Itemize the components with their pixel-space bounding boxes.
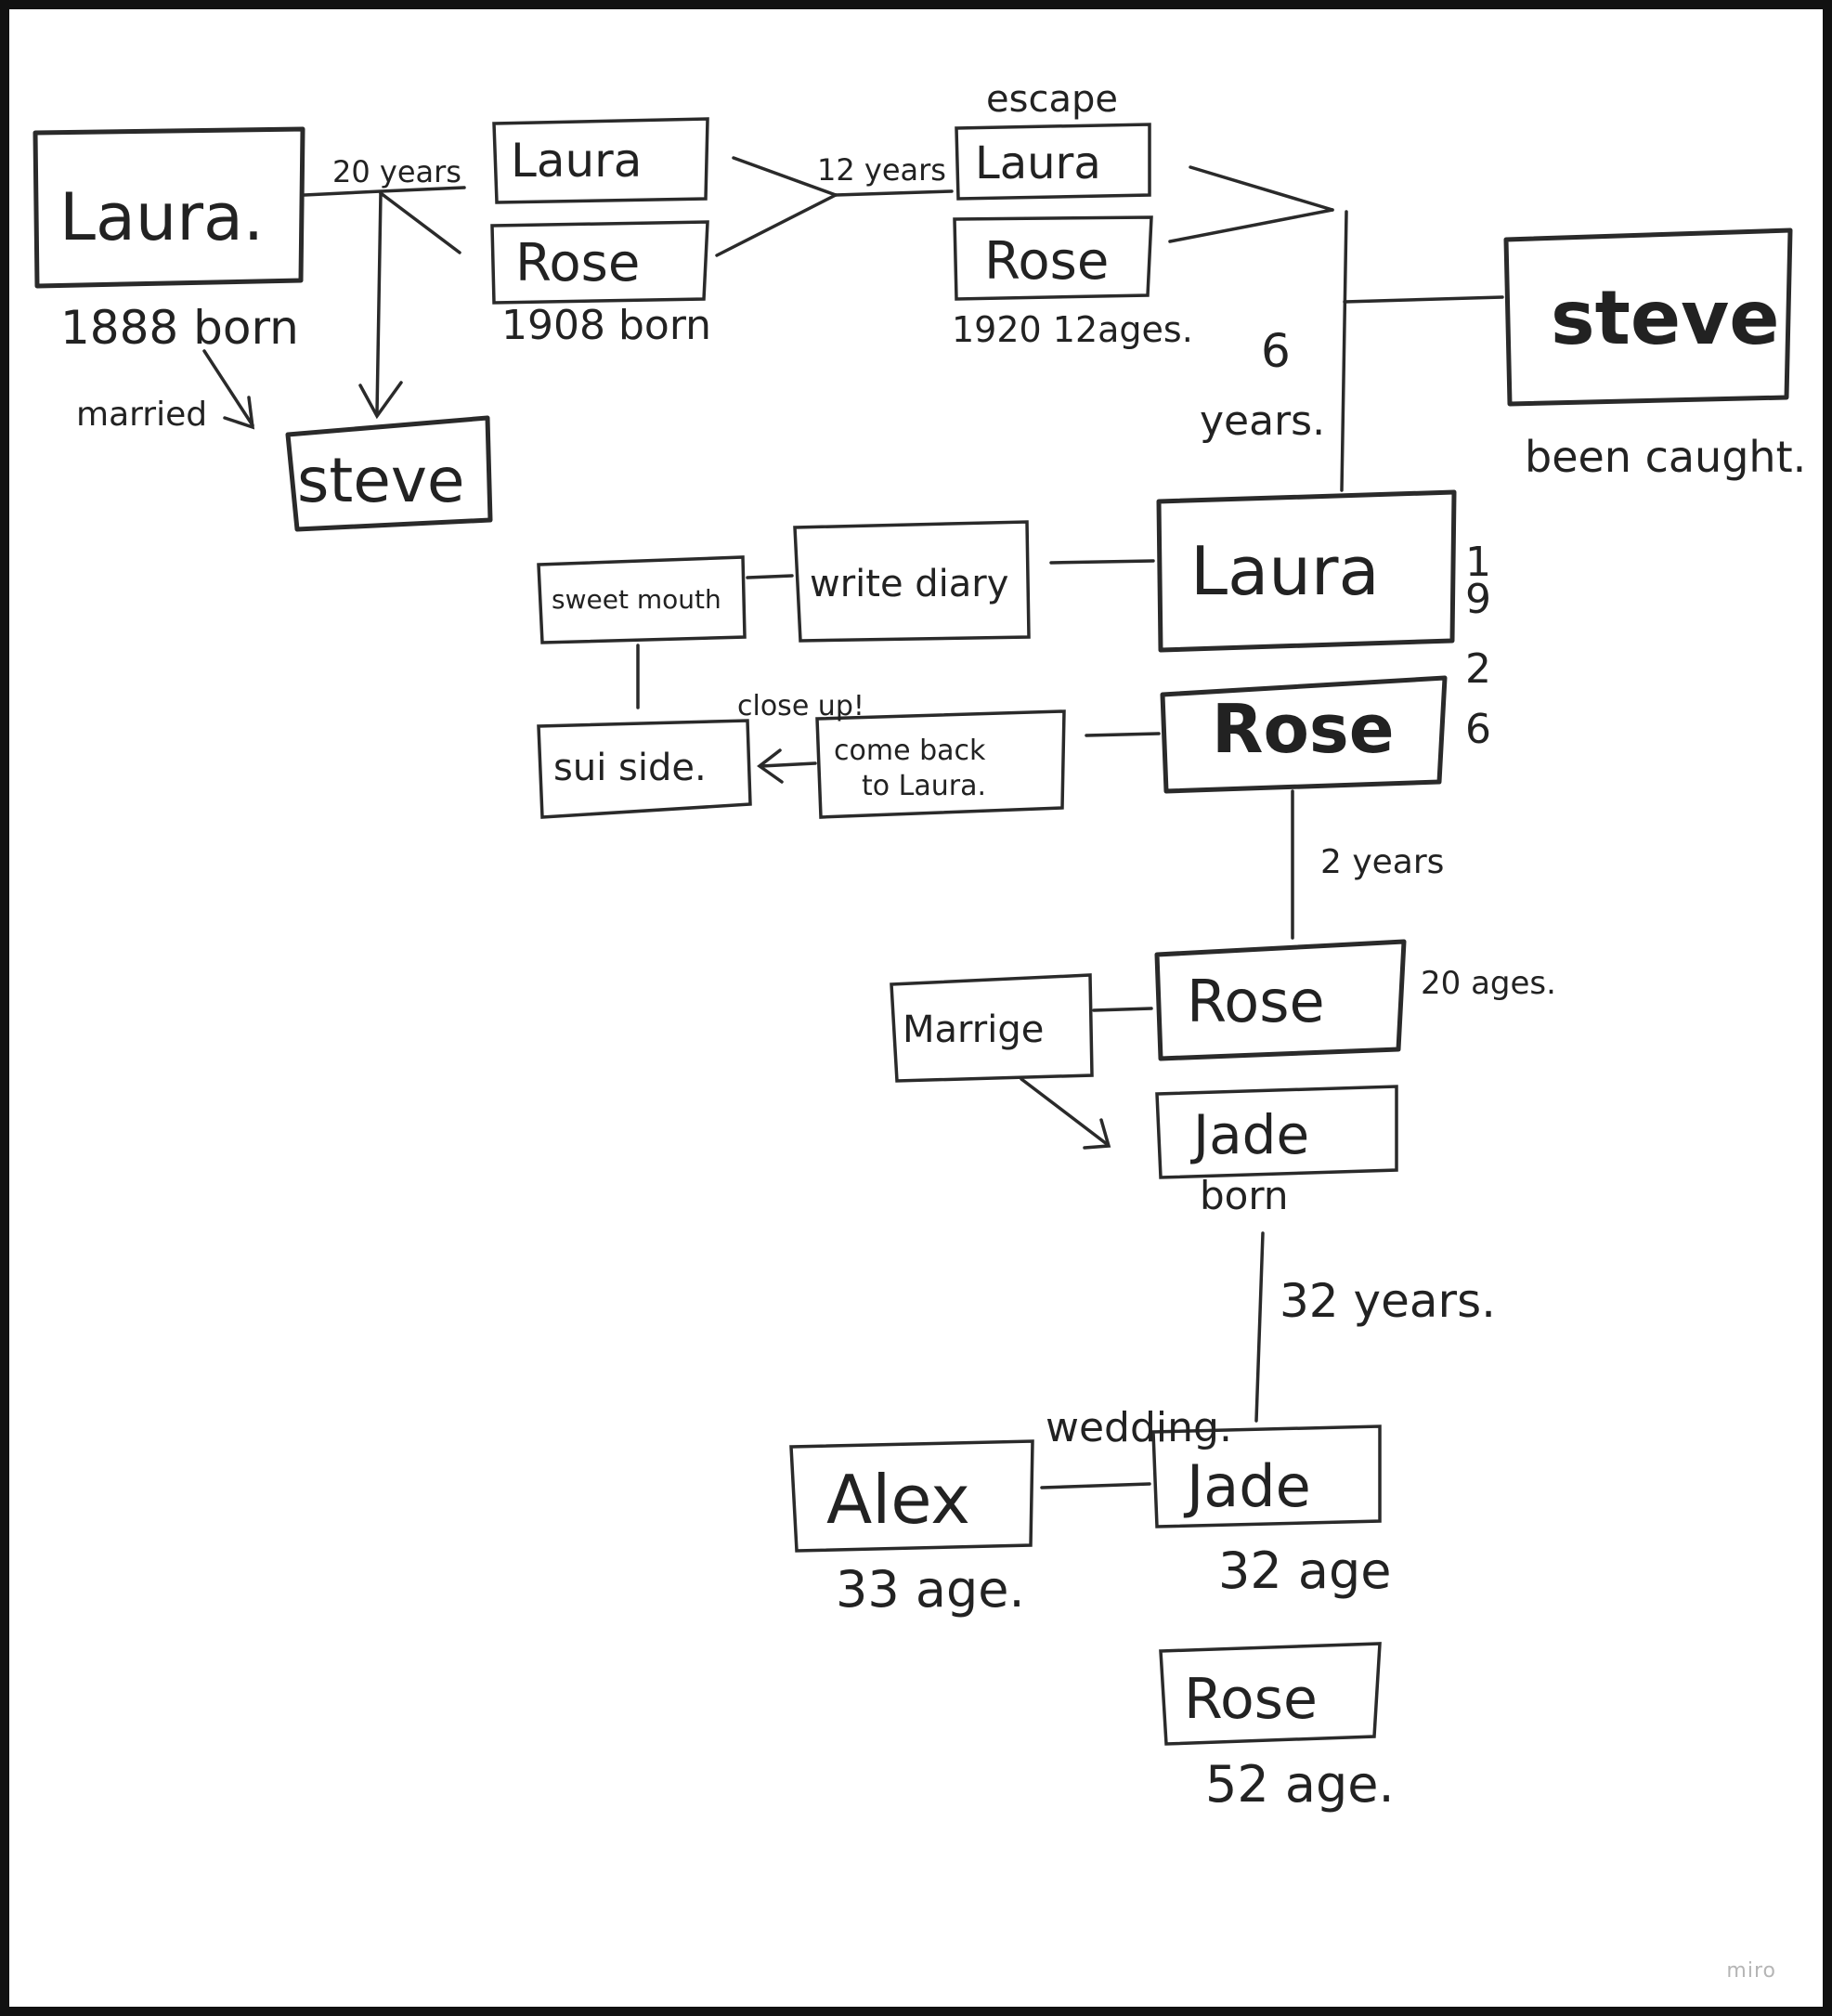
connector-merge-1920 [834,189,954,197]
label-born: born [1200,1173,1289,1218]
connector-laura1908-merge [732,156,838,197]
connector-laura-diary [1049,559,1155,565]
label-year-1: 1 [1465,539,1491,586]
node-laura-1908: Laura [511,134,642,188]
connector-to-steve-caught [1343,295,1504,304]
label-twenty-years: 20 years [332,154,461,189]
connector-thirty-two-years [1254,1231,1265,1423]
miro-watermark: miro [1726,1959,1776,1983]
boxes [32,117,1793,1746]
node-marriage: Marrige [903,1008,1044,1051]
connector-laura1920-merge [1189,165,1334,212]
node-rose-1908: Rose [515,233,640,293]
arrowhead-to-steve [358,381,403,420]
box-laura-1920 [955,123,1151,201]
connectors [202,156,1504,1489]
connector-six-years [1340,210,1348,492]
connector-rose1908-merge [715,193,838,257]
connector-wedding [1040,1482,1151,1489]
node-come-back-line1: come back [834,735,986,767]
marriage-arrow [1020,1077,1109,1146]
connector-marriage-rose [1092,1007,1153,1012]
node-rose-20: Rose [1187,968,1325,1035]
node-steve-married: steve [297,445,465,516]
node-laura-1920: Laura [975,137,1101,189]
box-rose-1926 [1160,675,1448,794]
connector-laura-to-steve [375,191,383,415]
label-close-up: close up! [737,690,864,722]
connector-comeback-suicide [760,761,817,768]
box-alex [789,1439,1034,1553]
label-six-years-b: years. [1200,397,1325,445]
married-arrow [202,349,254,427]
label-born-1888: 1888 born [60,301,299,355]
node-laura-1888: Laura. [59,179,264,255]
diagram-canvas: Laura. Laura Rose Laura Rose steve steve… [32,78,1806,1814]
box-come-back [815,709,1066,819]
connector-rose1920-merge [1168,208,1334,243]
miro-board: Laura. Laura Rose Laura Rose steve steve… [9,9,1823,2007]
label-year-2: 2 [1465,645,1491,693]
box-jade-32 [1151,1424,1382,1528]
node-jade-32: Jade [1183,1452,1311,1520]
node-steve-caught: steve [1551,275,1780,361]
label-thirty-two-years: 32 years. [1280,1274,1496,1328]
node-rose-1920: Rose [984,231,1109,292]
node-laura-1926: Laura [1190,532,1380,610]
node-texts: Laura. Laura Rose Laura Rose steve steve… [59,134,1780,1732]
box-steve-caught [1503,228,1793,407]
label-twelve-years: 12 years [817,152,946,188]
label-year-9: 9 [1465,576,1491,623]
box-rose-1908 [490,220,709,305]
node-rose-1926: Rose [1212,690,1395,768]
box-sweet-mouth [537,555,747,644]
box-write-diary [793,520,1031,643]
box-laura-1888 [32,126,305,289]
married-arrowhead [223,396,255,430]
node-come-back-line2: to Laura. [862,770,986,802]
connector-diary-sweet [746,574,794,579]
label-escape: escape [986,78,1118,121]
label-twenty-ages: 20 ages. [1421,965,1556,1002]
box-rose-20 [1154,939,1407,1061]
label-wedding: wedding. [1046,1404,1232,1451]
node-sweet-mouth: sweet mouth [552,584,721,615]
label-age-52: 52 age. [1205,1755,1395,1814]
label-age-33: 33 age. [836,1560,1025,1619]
node-write-diary: write diary [810,563,1008,605]
label-been-caught: been caught. [1525,432,1806,482]
label-age-32: 32 age [1218,1541,1391,1600]
label-born-1908: 1908 born [501,302,711,349]
node-suicide: sui side. [553,747,707,789]
box-marriage [890,973,1094,1083]
connector-rose-comeback [1085,732,1161,737]
annotation-labels: 1888 born married 20 years 1908 born 12 … [60,78,1806,1814]
arrowhead-to-suicide [757,748,784,784]
connector-laura-to-rose [379,191,461,254]
box-rose-52 [1159,1642,1382,1746]
label-two-years: 2 years [1320,843,1444,881]
connector-laura-to-laura [303,186,466,197]
box-suicide [537,719,752,819]
label-year-6: 6 [1465,706,1491,753]
label-ages-1920: 1920 12ages. [952,309,1193,350]
box-rose-1920 [953,215,1153,301]
marriage-arrowhead [1083,1118,1111,1150]
label-six-years-a: 6 [1261,324,1291,378]
box-jade-born [1155,1085,1398,1179]
box-laura-1926 [1156,489,1457,653]
node-jade-born: Jade [1190,1103,1309,1166]
node-alex: Alex [826,1461,970,1539]
node-rose-52: Rose [1184,1667,1318,1732]
box-laura-1908 [492,117,709,204]
box-steve-married [285,415,493,532]
label-married: married [76,396,207,434]
